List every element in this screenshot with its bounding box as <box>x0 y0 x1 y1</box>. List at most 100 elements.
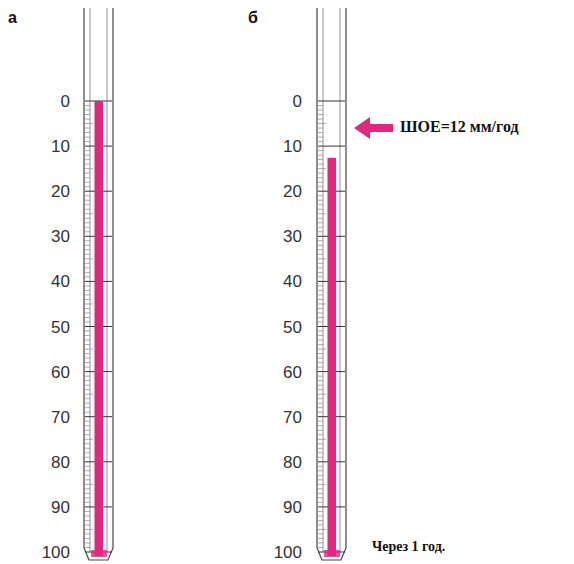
scale-tick <box>318 276 323 277</box>
scale-tick <box>318 448 323 449</box>
scale-tick <box>85 430 90 431</box>
scale-tick <box>85 497 90 498</box>
scale-tick <box>318 263 323 264</box>
scale-tick <box>318 299 323 300</box>
scale-tick <box>85 443 90 444</box>
scale-tick <box>318 479 323 480</box>
scale-tick <box>85 344 90 345</box>
scale-tick <box>318 101 345 102</box>
scale-tick <box>85 353 90 354</box>
scale-tick <box>85 434 90 435</box>
scale-tick <box>85 524 90 525</box>
scale-tick <box>85 538 90 539</box>
scale-tick <box>85 484 93 485</box>
scale-tick <box>318 470 323 471</box>
scale-tick <box>85 470 90 471</box>
scale-tick <box>318 502 323 503</box>
scale-tick <box>85 105 90 106</box>
scale-tick <box>318 430 323 431</box>
scale-tick <box>85 123 93 124</box>
scale-tick <box>85 258 93 259</box>
scale-tick <box>85 312 90 313</box>
scale-number: 30 <box>26 228 70 245</box>
scale-tick <box>318 376 323 377</box>
scale-tick <box>85 407 90 408</box>
scale-tick <box>85 204 90 205</box>
panel-letter: а <box>8 10 17 26</box>
tube-tip <box>91 550 107 557</box>
scale-number: 90 <box>258 499 302 516</box>
scale-tick <box>318 394 326 395</box>
scale-tick <box>85 213 93 214</box>
scale-number: 100 <box>258 544 302 561</box>
scale-tick <box>318 245 323 246</box>
scale-tick <box>85 119 90 120</box>
scale-tick <box>318 258 326 259</box>
scale-tick <box>318 317 323 318</box>
scale-tick <box>318 421 323 422</box>
inner-wall <box>323 8 324 552</box>
inner-wall <box>107 8 108 552</box>
scale-tick <box>318 466 323 467</box>
scale-tick <box>318 538 323 539</box>
scale-tick <box>318 213 326 214</box>
scale-number: 10 <box>26 138 70 155</box>
scale-number: 50 <box>26 319 70 336</box>
scale-tick <box>85 173 90 174</box>
scale-tick <box>85 240 90 241</box>
scale-tick <box>318 164 323 165</box>
scale-tick <box>85 276 90 277</box>
scale-tick <box>85 227 90 228</box>
scale-number: 40 <box>258 273 302 290</box>
scale-tick <box>85 132 90 133</box>
scale-tick <box>318 146 345 147</box>
scale-tick <box>318 542 323 543</box>
scale-tick <box>85 200 90 201</box>
scale-tick <box>85 515 90 516</box>
scale-tick <box>318 150 323 151</box>
scale-tick <box>318 132 323 133</box>
scale-tick <box>318 524 323 525</box>
scale-tick <box>318 412 323 413</box>
scale-tick <box>318 344 323 345</box>
scale-tick <box>318 123 326 124</box>
scale-tick <box>85 294 90 295</box>
scale-tick <box>318 362 323 363</box>
scale-tick <box>318 110 323 111</box>
scale-tick <box>318 331 323 332</box>
annotation-text: ШОЕ=12 мм/год <box>400 119 519 135</box>
scale-tick <box>318 168 326 169</box>
scale-tick <box>85 209 90 210</box>
scale-tick <box>85 317 90 318</box>
scale-tick <box>85 321 90 322</box>
scale-tick <box>85 367 90 368</box>
scale-tick <box>85 285 90 286</box>
scale-tick <box>318 335 323 336</box>
scale-tick <box>318 177 323 178</box>
scale-tick <box>85 128 90 129</box>
scale-number: 0 <box>258 93 302 110</box>
scale-tick <box>318 186 323 187</box>
annotation-text: Через 1 год. <box>372 540 445 554</box>
scale-tick <box>85 335 90 336</box>
scale-tick <box>318 452 323 453</box>
scale-tick <box>85 452 90 453</box>
scale-tick <box>85 186 90 187</box>
scale-tick <box>85 290 90 291</box>
scale-tick <box>318 398 323 399</box>
scale-tick <box>85 385 90 386</box>
scale-tick <box>318 407 323 408</box>
scale-tick <box>318 159 323 160</box>
scale-tick <box>85 177 90 178</box>
scale-tick <box>85 137 90 138</box>
scale-tick <box>85 168 93 169</box>
scale-tick <box>318 209 323 210</box>
scale-tick <box>85 331 90 332</box>
scale-tick <box>318 141 323 142</box>
scale-tick <box>85 222 90 223</box>
scale-tick <box>318 137 323 138</box>
scale-tick <box>85 466 90 467</box>
scale-tick <box>85 272 90 273</box>
scale-tick <box>85 502 90 503</box>
